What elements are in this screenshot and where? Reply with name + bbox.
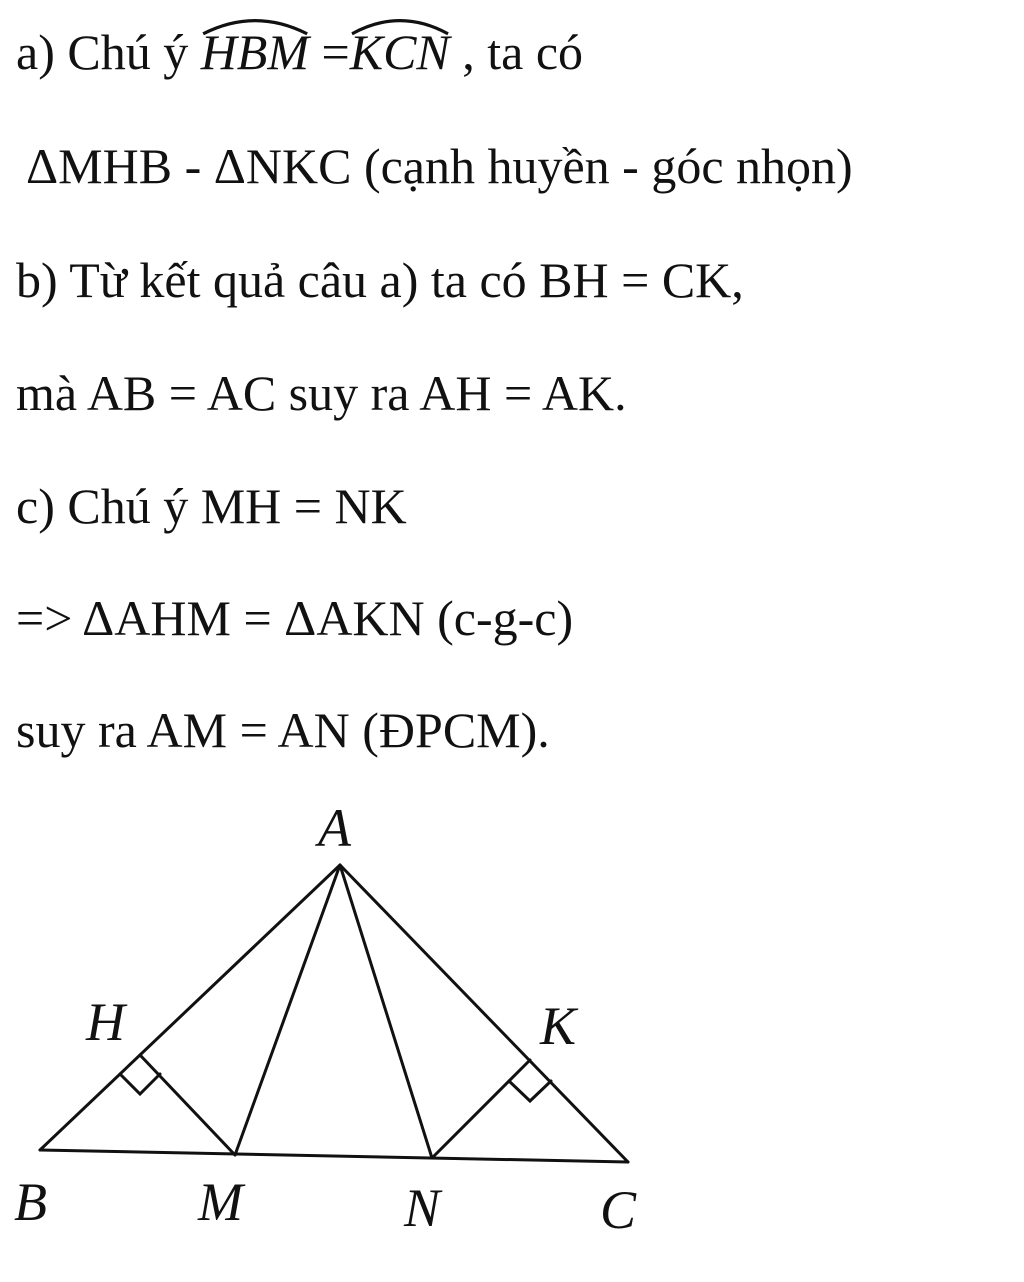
- segment-kn: [430, 1058, 532, 1160]
- label-k: K: [539, 996, 579, 1056]
- label-n: N: [403, 1178, 443, 1238]
- line-a: a) Chú ý HBM =KCN , ta có: [16, 19, 584, 82]
- line-6: => ΔAHM = ΔAKN (c-g-c): [16, 590, 574, 646]
- line-5: c) Chú ý MH = NK: [16, 478, 407, 534]
- arc-icon: [202, 19, 308, 36]
- angle-hbm-label: HBM: [200, 24, 310, 80]
- label-m: M: [197, 1172, 246, 1232]
- arc-icon: [351, 19, 449, 36]
- label-h: H: [85, 992, 128, 1052]
- right-angle-h-icon: [118, 1072, 162, 1097]
- line-2: ΔMHB - ΔNKC (cạnh huyền - góc nhọn): [26, 138, 853, 194]
- label-a: A: [315, 798, 352, 858]
- label-c: C: [600, 1180, 637, 1240]
- line-4: mà AB = AC suy ra AH = AK.: [16, 365, 627, 421]
- line-a-suffix: , ta có: [449, 24, 584, 80]
- angle-kcn: KCN: [349, 19, 450, 82]
- segment-an: [338, 863, 434, 1160]
- line-3: b) Từ kết quả câu a) ta có BH = CK,: [16, 252, 744, 308]
- line-a-prefix: a) Chú ý: [16, 24, 201, 80]
- line-7: suy ra AM = AN (ĐPCM).: [16, 702, 550, 758]
- line-a-eq: =: [309, 24, 350, 80]
- segment-bc: [38, 1148, 630, 1164]
- segment-ac: [338, 863, 630, 1164]
- angle-hbm: HBM: [200, 19, 310, 82]
- segment-hm: [138, 1053, 237, 1157]
- triangle-figure: A H K B M N C: [14, 798, 637, 1240]
- segment-ab: [38, 863, 342, 1152]
- label-b: B: [14, 1172, 47, 1232]
- right-angle-k-icon: [507, 1079, 553, 1104]
- segment-am: [233, 863, 342, 1157]
- angle-kcn-label: KCN: [349, 24, 450, 80]
